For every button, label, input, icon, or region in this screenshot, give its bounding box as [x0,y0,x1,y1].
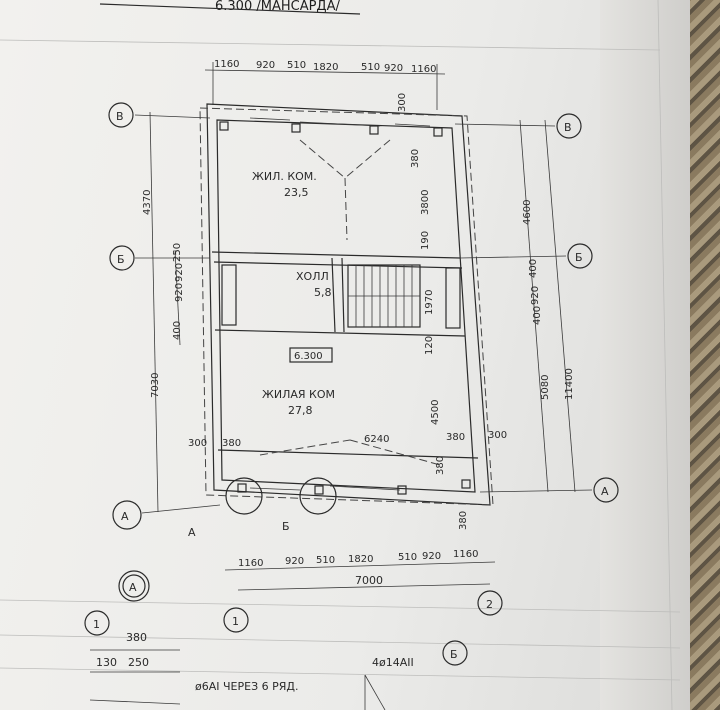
room-1-area: 23,5 [284,186,309,199]
svg-text:6240: 6240 [364,434,389,445]
detail-ref-B: Б [450,648,458,661]
dim-top-3: 510 [287,60,306,71]
svg-text:1820: 1820 [348,554,373,565]
svg-text:400: 400 [528,259,539,278]
detail-130: 130 [96,656,117,669]
note-rebar: ø6АI ЧЕРЕЗ 6 РЯД. [195,680,298,693]
svg-text:1970: 1970 [424,290,435,315]
interior-walls [211,117,479,491]
svg-text:920: 920 [174,263,185,282]
level-mark-box [289,347,333,363]
left-dimension-chain: 4370 250 920 920 400 7030 [142,111,185,513]
svg-text:920: 920 [422,551,441,562]
svg-text:300: 300 [397,93,408,112]
svg-text:300: 300 [488,430,507,441]
detail-notes: 1 380 130 250 ø6АI ЧЕРЕЗ 6 РЯД. 4ø14АII … [84,610,468,710]
dim-top-6: 920 [384,63,403,74]
axis-row-A-left: А [121,510,129,523]
section-A: А [188,526,196,539]
axis-row-B-left: В [116,110,124,123]
circle-ref-A: А [129,581,137,594]
svg-text:380: 380 [222,438,241,449]
staircase [221,264,461,329]
axis-col-2: 2 [486,598,493,611]
svg-text:510: 510 [316,555,335,566]
note-bars: 4ø14АII [372,656,414,669]
axis-row-B-right: В [564,121,572,134]
column-axis-bubbles: 1 2 А [118,570,503,633]
axis-col-1: 1 [232,615,239,628]
svg-text:380: 380 [458,511,469,530]
interior-dimensions: 300 380 3800 190 1970 120 4500 6240 380 … [188,93,507,530]
svg-text:380: 380 [446,432,465,443]
svg-text:1160: 1160 [453,549,478,560]
svg-text:920: 920 [530,286,541,305]
overall-width: 7000 [355,574,383,587]
svg-text:4370: 4370 [142,190,153,215]
svg-text:380: 380 [435,456,446,475]
room-3-area: 27,8 [288,404,313,417]
svg-text:120: 120 [424,336,435,355]
dim-top-5: 510 [361,62,380,73]
svg-text:4500: 4500 [430,400,441,425]
columns [219,121,471,515]
dim-top-4: 1820 [313,62,338,73]
svg-text:250: 250 [172,243,183,262]
right-dimension-chain: 4600 400 920 400 5080 11400 [519,119,576,493]
svg-text:300: 300 [188,438,207,449]
ruled-lines [0,0,681,710]
svg-text:920: 920 [285,556,304,567]
svg-text:510: 510 [398,552,417,563]
dim-top-7: 1160 [411,64,436,75]
axis-bubbles: В В Б Б А А [108,102,619,530]
room-2-area: 5,8 [314,286,332,299]
level-mark: 6.300 [294,351,323,362]
svg-text:190: 190 [420,231,431,250]
svg-text:380: 380 [410,149,421,168]
header-title: 6.300 /МАНСАРДА/ [215,0,340,14]
svg-text:5080: 5080 [540,375,551,400]
svg-text:920: 920 [174,283,185,302]
bottom-dimension-chain: 1160 920 510 1820 510 920 1160 7000 [224,549,496,591]
room-3-name: ЖИЛАЯ КОМ [262,388,335,401]
axis-row-A-right: А [601,485,609,498]
svg-text:11400: 11400 [564,368,575,400]
dim-top-2: 920 [256,60,275,71]
detail-380: 380 [126,631,147,644]
top-dimension-chain: 1160 920 510 1820 510 920 1160 [204,59,446,110]
axis-row-Б-right: Б [575,251,583,264]
building-outline [199,103,494,506]
detail-ref-1: 1 [93,618,100,631]
svg-text:400: 400 [172,321,183,340]
axis-row-Б-left: Б [117,253,125,266]
dim-top-1: 1160 [214,59,239,70]
svg-text:1160: 1160 [238,558,263,569]
svg-text:7030: 7030 [150,373,161,398]
svg-text:400: 400 [532,306,543,325]
section-B: Б [282,520,290,533]
paper-edge [600,0,690,710]
svg-text:4600: 4600 [522,200,533,225]
room-2-name: ХОЛЛ [296,270,329,283]
svg-text:3800: 3800 [420,190,431,215]
detail-250: 250 [128,656,149,669]
room-1-name: ЖИЛ. КОМ. [252,170,317,183]
